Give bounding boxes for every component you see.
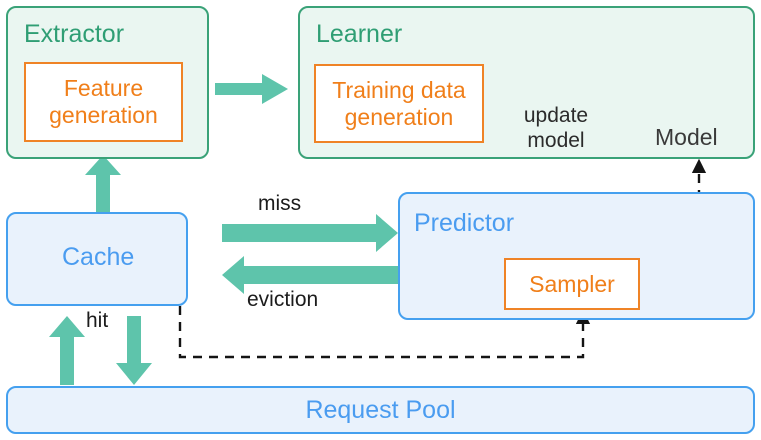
arrow-extractor-to-learner [215,74,288,104]
node-sampler[interactable]: Sampler [504,258,640,310]
training-data-generation-line1: Training data [332,76,466,103]
edge-label-hit: hit [86,309,109,332]
feature-generation-line1: Feature [63,75,144,102]
edge-label-miss: miss [258,192,302,215]
arrow-cache-to-requestpool [116,316,152,385]
arrow-requestpool-to-cache [49,316,85,385]
training-data-generation-label: Training data generation [316,66,482,141]
arrow-cache-to-extractor [85,155,121,212]
node-request-pool[interactable] [6,386,755,434]
learner-title: Learner [316,20,403,48]
edge-label-update-model: update model [508,104,604,154]
sampler-label: Sampler [529,270,615,297]
arrow-cache-to-predictor [222,214,398,252]
feature-generation-line2: generation [49,102,158,128]
request-pool-title: Request Pool [305,396,456,424]
model-caption: Model [655,124,718,150]
update-model-line2: model [527,128,585,152]
update-model-line1: update [523,104,589,127]
extractor-title: Extractor [24,20,125,48]
node-cache[interactable] [6,212,188,306]
node-feature-generation[interactable]: Feature generation [24,62,183,142]
cache-title: Cache [62,243,135,271]
node-training-data-generation[interactable]: Training data generation [314,64,484,143]
predictor-title: Predictor [414,209,515,237]
edge-label-eviction: eviction [247,288,319,311]
feature-generation-label: Feature generation [26,64,181,140]
training-data-generation-line2: generation [344,103,454,130]
